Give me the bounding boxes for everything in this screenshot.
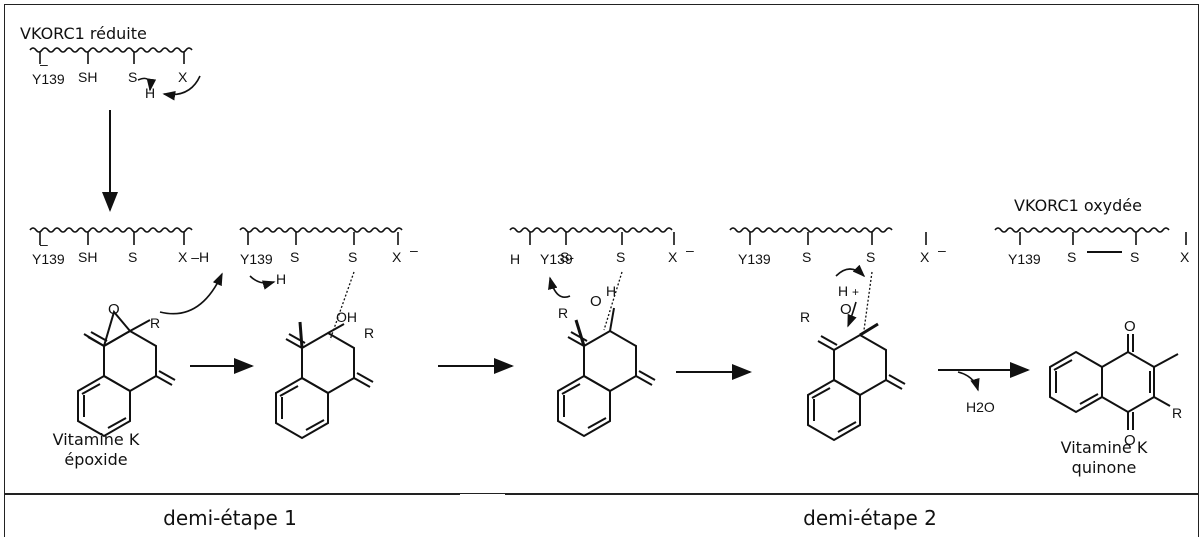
label-r-alk: R (364, 325, 374, 341)
label-oh: OH (336, 309, 357, 325)
label-r-quin: R (1172, 405, 1182, 421)
label-o-epox: O (108, 301, 120, 318)
label-s2-f: S (1130, 249, 1139, 265)
label-x-a: X (178, 69, 188, 85)
label-sh-b: SH (78, 249, 97, 265)
label-minus-d: – (686, 242, 694, 258)
water-label: H2O (966, 399, 995, 415)
membrane-lines (29, 47, 1170, 233)
diagram-frame (4, 4, 1199, 494)
half-step-1-rule (4, 494, 460, 495)
label-sminus-d: S- (560, 249, 574, 265)
label-h-prot: H (606, 283, 616, 299)
label-y139-b: Y139 (32, 251, 65, 267)
label-s1-e: S (802, 249, 811, 265)
molecule-quinone: O O R (1049, 318, 1182, 449)
reaction-arrows (190, 358, 1030, 380)
half-step-2-label: demi-étape 2 (803, 506, 937, 530)
label-x-d: X (668, 249, 678, 265)
label-reduced: VKORC1 réduite (20, 24, 147, 43)
label-y139-f: Y139 (1008, 251, 1041, 267)
electron-arrows (137, 75, 980, 392)
label-sh-a: SH (78, 69, 97, 85)
label-o-hyd: O (840, 301, 852, 318)
label-y139-c: Y139 (240, 251, 273, 267)
caption-quinone-line2: quinone (1071, 458, 1137, 477)
label-xh-b: X –H (178, 249, 209, 265)
label-minus-c: – (410, 242, 418, 258)
molecule-epoxide: O R (77, 301, 176, 437)
molecule-hydrate: R H O + (800, 283, 906, 441)
label-minus-e: – (938, 242, 946, 258)
label-s-b: S (128, 249, 137, 265)
half-step-1-label: demi-étape 1 (163, 506, 297, 530)
caption-epoxide: Vitamine K époxide (36, 430, 156, 470)
label-o-bottom: O (1124, 432, 1136, 449)
label-h-c: H (276, 271, 286, 287)
label-minus-b: – (40, 236, 48, 252)
molecule-protonated: R O H (557, 283, 656, 437)
caption-quinone: Vitamine K quinone (1044, 438, 1164, 478)
caption-epoxide-line2: époxide (64, 450, 128, 469)
label-x-f: X (1180, 249, 1190, 265)
label-y139-e: Y139 (738, 251, 771, 267)
label-x-e: X (920, 249, 930, 265)
label-x-c: X (392, 249, 402, 265)
label-s1-f: S (1067, 249, 1076, 265)
residue-stems (39, 52, 1187, 253)
label-oxidized: VKORC1 oxydée (1014, 196, 1142, 215)
label-o-prot: O (590, 293, 602, 310)
residue-labels: Y139 – SH S H X Y139 – SH S X –H Y139 H … (32, 56, 1190, 287)
label-y139-a: Y139 (32, 71, 65, 87)
label-s-a: S (128, 69, 137, 85)
label-s2-c: S (348, 249, 357, 265)
label-h-d: H (510, 251, 520, 267)
label-s2-e: S (866, 249, 875, 265)
label-minus-a: – (40, 56, 48, 72)
caption-quinone-line1: Vitamine K (1060, 438, 1148, 457)
caption-epoxide-line1: Vitamine K (52, 430, 140, 449)
label-plus-hyd: + (852, 285, 859, 299)
label-o-top: O (1124, 318, 1136, 335)
molecule-alkoxide: OH R (275, 309, 374, 439)
label-h-a: H (145, 85, 155, 101)
right-bar (1198, 494, 1199, 537)
label-h-hyd: H (838, 283, 848, 299)
label-r-hyd: R (800, 309, 810, 325)
half-step-2-rule (505, 494, 1199, 495)
label-s-d: S (616, 249, 625, 265)
label-r-prot: R (558, 305, 568, 321)
left-bar (4, 494, 5, 537)
label-y139-d: Y139 (540, 251, 573, 267)
label-s1-c: S (290, 249, 299, 265)
label-r-epox: R (150, 315, 160, 331)
